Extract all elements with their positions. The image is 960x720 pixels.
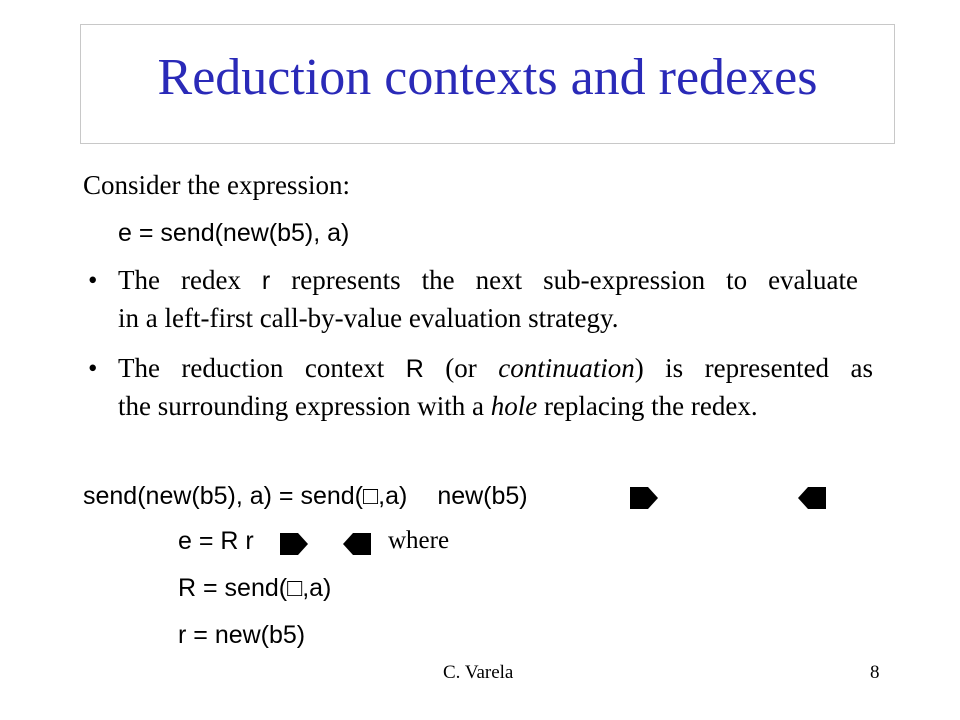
hole-em: hole (490, 391, 538, 421)
context-symbol: R (405, 355, 424, 383)
right-bracket-arrow-icon (630, 487, 658, 509)
left-bracket-arrow-icon (798, 487, 826, 509)
R-pre: R = send( (178, 574, 288, 602)
slide-title: Reduction contexts and redexes (157, 49, 818, 106)
bullet-1-pre: The redex (118, 265, 262, 295)
where-text: where (388, 527, 450, 554)
bullet-marker: • (88, 265, 98, 295)
expression-text: e = send(new(b5), a) (118, 219, 350, 247)
r-equation: r = new(b5) (178, 621, 306, 649)
bullet-2-line-2: the surrounding expression with a hole r… (118, 388, 873, 424)
bullet-2-post: ) is represented as (634, 353, 873, 383)
intro-text: Consider the expression: (83, 170, 350, 200)
bullet-1-line-1: The redex r represents the next sub-expr… (118, 262, 858, 299)
decomp-lhs: send(new(b5), a) = send( (83, 482, 364, 510)
R-post: ,a) (302, 574, 332, 602)
decomposition-line: send(new(b5), a) = send(□,a) new(b5) (83, 478, 528, 514)
bullet-1-post: represents the next sub-expression to ev… (270, 265, 859, 295)
footer-author: C. Varela (443, 662, 514, 683)
bullet-marker: • (88, 353, 98, 383)
bullet-2-l2-post: replacing the redex. (537, 391, 758, 421)
continuation-em: continuation (498, 353, 635, 383)
decomp-mid: ,a) (378, 482, 408, 510)
redex-symbol: r (261, 267, 271, 295)
bullet-2-line-1: The reduction context R (or continuation… (118, 350, 873, 387)
bullet-2-pre: The reduction context (118, 353, 406, 383)
bullet-1-line-2: in a left-first call-by-value evaluation… (118, 303, 619, 333)
bullet-2-l2-pre: the surrounding expression with a (118, 391, 491, 421)
left-bracket-arrow-icon (343, 533, 371, 555)
right-bracket-arrow-icon (280, 533, 308, 555)
title-box: Reduction contexts and redexes (80, 24, 895, 144)
R-equation: R = send(□,a) (178, 570, 331, 606)
page-number: 8 (870, 662, 880, 683)
decomp-redex: new(b5) (437, 482, 528, 510)
e-equation: e = R r (178, 527, 254, 555)
hole-symbol: □ (287, 574, 303, 602)
hole-symbol: □ (363, 482, 379, 510)
bullet-2-mid: (or (423, 353, 499, 383)
